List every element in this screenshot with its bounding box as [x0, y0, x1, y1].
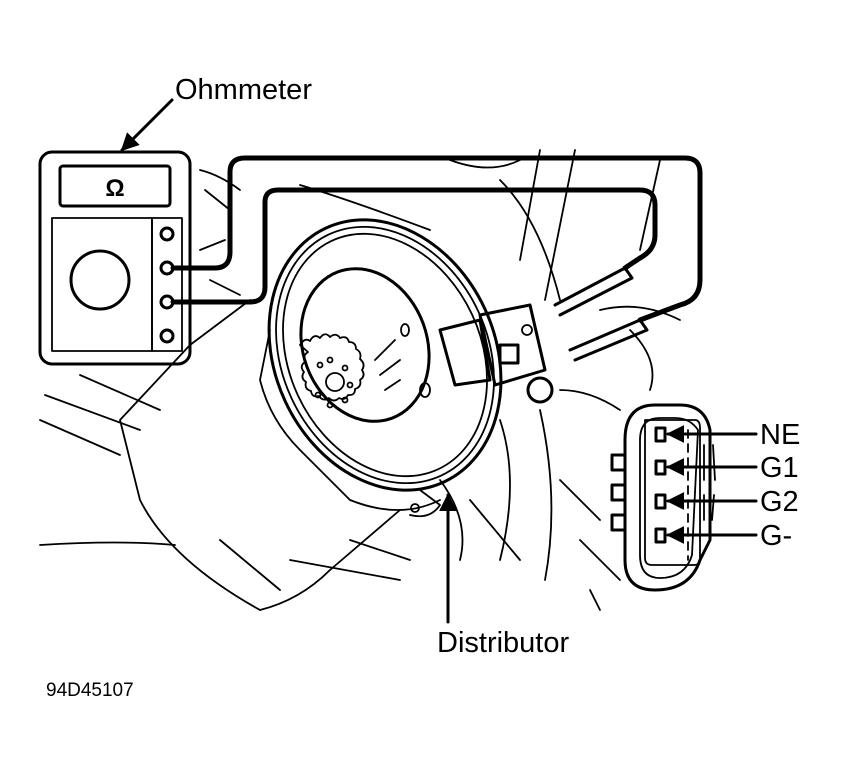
- engine-background-linework: [39, 149, 681, 611]
- connector-pin-ne: [654, 426, 667, 443]
- pin-label-g1: G1: [760, 452, 799, 484]
- distributor-label: Distributor: [437, 627, 569, 659]
- meter-terminal-4: [159, 328, 175, 344]
- ohmmeter: Ω: [38, 150, 192, 366]
- connector-pin-g-minus: [654, 527, 667, 544]
- connector-pin-g2: [654, 493, 667, 510]
- ohmmeter-display: [58, 164, 172, 208]
- ohmmeter-label: Ohmmeter: [175, 74, 312, 106]
- ohmmeter-dial: [69, 249, 131, 311]
- figure-id: 94D45107: [46, 680, 134, 701]
- pin-label-g-minus: G-: [760, 520, 792, 552]
- test-probe-upper: [553, 266, 634, 317]
- connector-pin-g1: [654, 459, 667, 476]
- signal-rotor-gear: [299, 333, 365, 402]
- connector-detail: NE G1 G2 G-: [610, 403, 800, 592]
- pin-label-ne: NE: [760, 419, 800, 451]
- ohm-symbol-icon: Ω: [105, 175, 124, 202]
- test-probe-lower: [568, 318, 649, 362]
- meter-terminal-1: [159, 226, 175, 242]
- distributor-assembly: [259, 218, 554, 518]
- pin-label-g2: G2: [760, 486, 799, 518]
- ohmmeter-callout-arrow: [120, 98, 174, 152]
- test-leads: [170, 155, 703, 362]
- callouts: Ohmmeter Distributor 94D45107: [46, 74, 569, 701]
